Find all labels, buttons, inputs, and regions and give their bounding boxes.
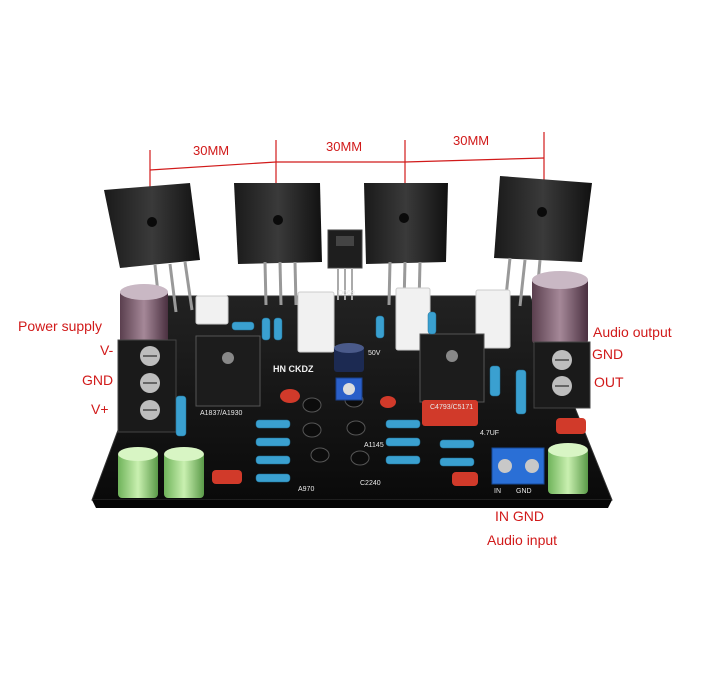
dimension-label-3: 30MM [453,133,490,148]
silk-q3: A970 [298,486,315,493]
small-signal-transistors [302,392,370,466]
label-v-plus: V+ [91,401,109,417]
label-gnd-left: GND [82,372,114,388]
driver-heatsink-left [195,335,261,407]
silk-brand: HN CKDZ [273,364,314,374]
electrolytic-capacitor-right [532,271,588,344]
label-audio-output: Audio output [593,324,672,340]
silk-q4: A1145 [364,442,384,449]
silk-right-part: C4793/C5171 [430,404,474,411]
power-terminal-block [117,339,177,433]
input-terminal-block [491,447,545,485]
dimension-label-2: 30MM [326,139,363,154]
power-transistor-2 [234,183,322,306]
power-transistor-1 [104,183,200,313]
film-capacitors [212,389,586,486]
signal-resistors [175,311,527,483]
filter-capacitors [118,443,588,498]
driver-heatsink-right [419,333,485,403]
silk-q1: D669 [338,290,355,297]
center-capacitor [334,343,364,372]
label-out: OUT [594,374,624,390]
silk-voltage: 50V [368,350,381,357]
silk-left-part: A1837/A1930 [200,410,243,417]
label-v-minus: V- [100,342,114,358]
pcb-edge [92,500,612,508]
label-power-supply: Power supply [18,318,103,334]
trimmer-potentiometer [335,377,363,401]
label-audio-input: Audio input [487,532,558,548]
silk-in: IN [494,488,501,495]
dimension-label-1: 30MM [193,143,230,158]
silk-cap-right: 4.7UF [480,430,500,437]
power-transistor-3 [364,183,448,306]
driver-transistor [327,229,363,300]
silk-gnd: GND [516,488,532,495]
label-gnd-right: GND [592,346,624,362]
electrolytic-capacitor-left [120,284,168,350]
silk-q2: C2240 [360,480,381,487]
ceramic-resistors [195,287,511,353]
output-terminal-block [533,341,591,409]
label-in-gnd: IN GND [495,508,544,524]
